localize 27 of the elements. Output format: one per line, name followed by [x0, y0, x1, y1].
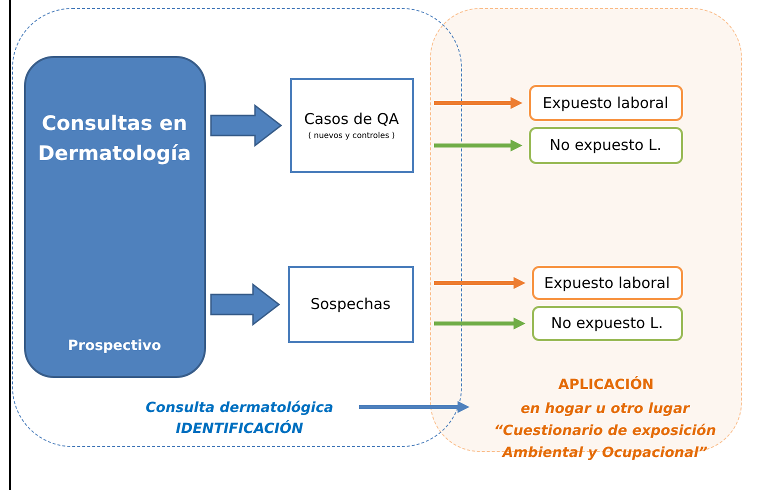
- process-box: [288, 266, 414, 342]
- box-title: Consultas en Dermatología: [37, 110, 192, 166]
- block-arrow: [210, 282, 280, 326]
- process-box: [24, 56, 206, 378]
- box-label: Expuesto laboral: [544, 274, 670, 292]
- process-box: [290, 78, 414, 172]
- region-caption: en hogar u otro lugar “Cuestionario de exposición Ambiental y Ocupacional”: [492, 400, 718, 463]
- region-caption: Consulta dermatológica IDENTIFICACIÓN: [144, 398, 334, 438]
- box-label: No expuesto L.: [549, 136, 662, 154]
- arrow: [359, 401, 470, 413]
- outcome-box: [532, 306, 682, 340]
- arrow: [434, 97, 523, 109]
- arrow: [434, 140, 523, 152]
- arrow: [434, 277, 526, 289]
- outcome-box: [528, 84, 682, 120]
- box-note: ( nuevos y controles ): [308, 131, 395, 140]
- outcome-box: [532, 266, 682, 300]
- block-arrow: [210, 104, 282, 148]
- box-label: Expuesto laboral: [542, 94, 668, 112]
- box-label: No expuesto L.: [550, 314, 664, 332]
- dashed-region: [12, 8, 462, 447]
- box-label: Casos de QA: [304, 110, 399, 128]
- box-subtitle: Prospectivo: [68, 338, 162, 354]
- region-heading: APLICACIÓN: [557, 377, 655, 393]
- box-label: Sospechas: [310, 295, 391, 313]
- outcome-box: [528, 126, 682, 164]
- arrow: [434, 318, 526, 330]
